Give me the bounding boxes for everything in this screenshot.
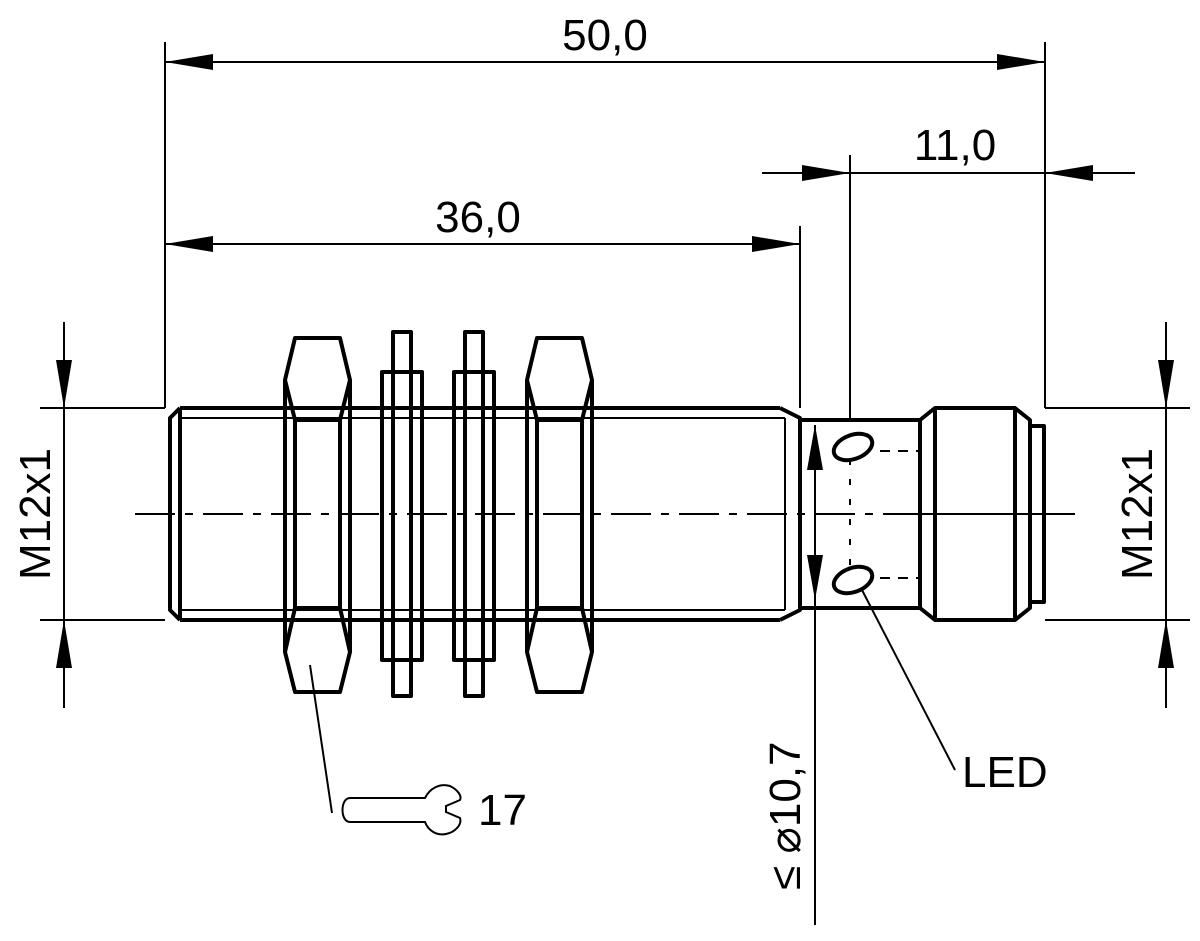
led-label: LED bbox=[962, 748, 1048, 797]
dimension-thread-left: M12x1 bbox=[11, 322, 72, 708]
dimension-diameter: ≤ ⌀10,7 bbox=[761, 425, 823, 925]
led-window-bottom bbox=[831, 564, 875, 596]
dimension-thread-length: 36,0 bbox=[165, 193, 800, 252]
connector-m12 bbox=[918, 406, 1075, 622]
led-window-top bbox=[831, 431, 875, 463]
thread-right-label: M12x1 bbox=[1113, 448, 1162, 580]
dimension-thread-right: M12x1 bbox=[1113, 322, 1174, 708]
wrench-icon bbox=[341, 784, 462, 836]
overall-length-label: 50,0 bbox=[562, 11, 648, 60]
diameter-prefix-label: ≤ ⌀ bbox=[761, 827, 810, 890]
wrench-size-label: 17 bbox=[478, 786, 527, 835]
svg-text:≤ ⌀10,7: ≤ ⌀10,7 bbox=[761, 741, 810, 890]
thread-length-label: 36,0 bbox=[435, 193, 521, 242]
diameter-value-label: 10,7 bbox=[761, 741, 810, 827]
led-section bbox=[800, 418, 920, 610]
connector-length-label: 11,0 bbox=[914, 121, 996, 170]
thread-left-label: M12x1 bbox=[11, 448, 60, 580]
wrench-callout: 17 bbox=[309, 664, 527, 836]
extension-lines bbox=[40, 42, 1190, 621]
dimension-connector-length: 11,0 bbox=[762, 121, 1135, 181]
led-callout: LED bbox=[861, 589, 1048, 797]
dimension-overall-length: 50,0 bbox=[165, 11, 1045, 70]
